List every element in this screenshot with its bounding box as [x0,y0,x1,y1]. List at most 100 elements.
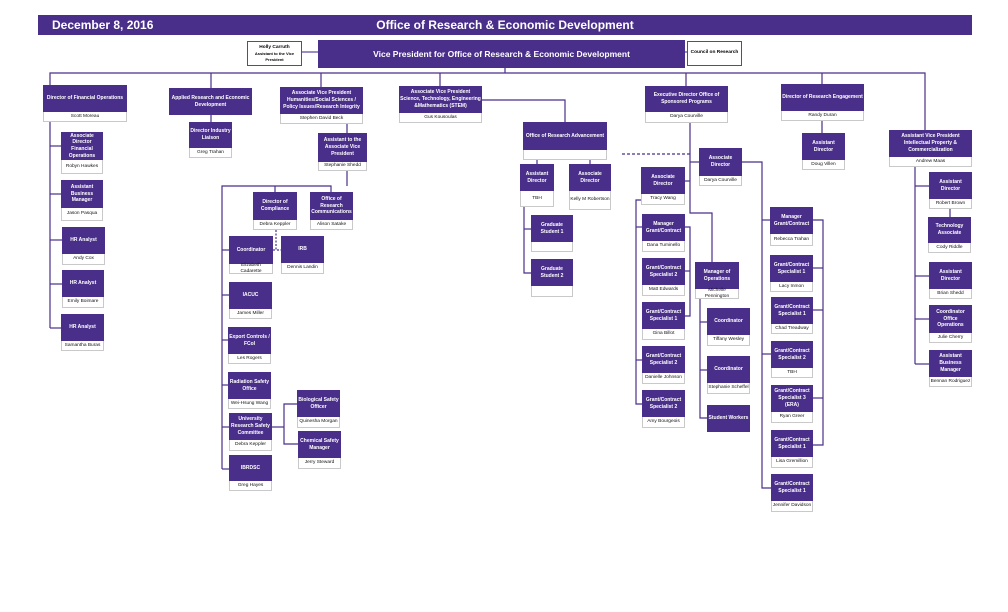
person-name: Stephanie Shedd [318,162,367,171]
position-title: Manager of Operations [695,262,739,289]
person-name: Robyn Hawkes [61,160,103,174]
header-bar: December 8, 2016 Office of Research & Ec… [38,15,972,35]
person-name: Wei-Hsung Wang [228,399,271,409]
person-name: Jerry Steward [298,458,341,469]
person-name: Emily Boimare [62,297,104,308]
person-name: Lacy Inmon [770,282,813,292]
council-on-research-box: Council on Research [687,41,742,66]
assistant-to-vp-name: Holly Carruth [259,45,290,51]
person-name: Michelle Pennington [695,288,739,299]
position-title: Coordinator Office Operations [929,305,972,333]
position-title: Chemical Safety Manager [298,431,341,458]
person-name: Cody Riddle [928,243,971,253]
header-date: December 8, 2016 [52,18,154,32]
person-name: Brian Shedd [929,289,972,299]
position-title: Office of Research Advancement [523,122,607,150]
position-title: IACUC [229,282,272,309]
position-title: University Research Safety Committee [229,413,272,440]
person-name: Andy Cox [62,254,105,265]
position-title: Grant/Contract Specialist 1 [771,430,813,457]
org-node-grad1: Graduate Student 1 [531,215,573,252]
org-node-osp: Executive Director Office of Sponsored P… [645,86,728,123]
person-name: Rebecca Trahan [770,234,813,246]
position-title: Grant/Contract Specialist 2 [642,258,685,285]
position-title: Assistant Director [929,262,972,289]
person-name: Lisa Gremillion [771,457,813,468]
position-title: IRB [281,236,324,263]
assistant-to-vp-box: Holly Carruth Assistant to the Vice Pres… [247,41,302,66]
org-node-avphum: Associate Vice President Humanities/Soci… [280,87,363,124]
person-name: Debra Keppler [253,220,297,230]
org-node-grad2: Graduate Student 2 [531,259,573,297]
vice-president-box: Vice President for Office of Research & … [318,40,685,68]
position-title: Assistant Business Manager [61,180,103,208]
org-node-avpstem: Associate Vice President Science, Techno… [399,86,482,123]
person-name: Alison Satake [310,220,353,230]
person-name: Dennis Landin [281,263,324,274]
org-node-avpip: Assistant Vice President Intellectual Pr… [889,130,972,167]
position-title: Applied Research and Economic Developmen… [169,88,252,115]
position-title: Coordinator [229,236,273,264]
org-node-ora: Office of Research Advancement [523,122,607,160]
person-name: TBH [771,368,813,378]
person-name: Stephen David Beck [280,114,363,124]
position-title: Office of Research Communications [310,192,353,220]
position-title: Director of Financial Operations [43,85,127,112]
person-name: Gus Kousoulas [399,113,482,123]
position-title: Technology Associate [928,217,971,243]
position-title: Student Workers [707,405,750,432]
position-title: HR Analyst [62,270,104,297]
position-title: HR Analyst [61,314,104,341]
position-title: Grant/Contract Specialist 1 [770,255,813,282]
position-title: Assistant Business Manager [929,350,972,377]
position-title: Executive Director Office of Sponsored P… [645,86,728,112]
person-name: Kelly M Robertson [569,191,611,210]
position-title: Assistant Director [520,164,554,191]
person-name: Doug Villen [802,160,845,170]
position-title: Grant/Contract Specialist 1 [642,302,685,329]
position-title: Grant/Contract Specialist 1 [771,297,813,324]
person-name: Randy Duran [781,111,864,121]
person-name: Dana Tuminello [642,241,685,252]
person-name: Ryan Greer [771,412,813,423]
position-title: HR Analyst [62,227,105,254]
org-node-applied: Applied Research and Economic Developmen… [169,88,252,115]
position-title: Graduate Student 1 [531,215,573,242]
position-title: Radiation Safety Office [228,372,271,399]
person-name: Amy Bourgeois [642,417,685,428]
position-title: Coordinator [707,308,750,335]
person-name: Elizabeth Cadarette [229,263,273,274]
position-title: Assistant Director [802,133,845,160]
person-name: Chad Treadway [771,324,813,334]
position-title: Associate Director [569,164,611,191]
person-name: Les Rogers [228,354,271,364]
position-title: Grant/Contract Specialist 2 [642,346,685,373]
person-name: Darya Courville [699,176,742,186]
